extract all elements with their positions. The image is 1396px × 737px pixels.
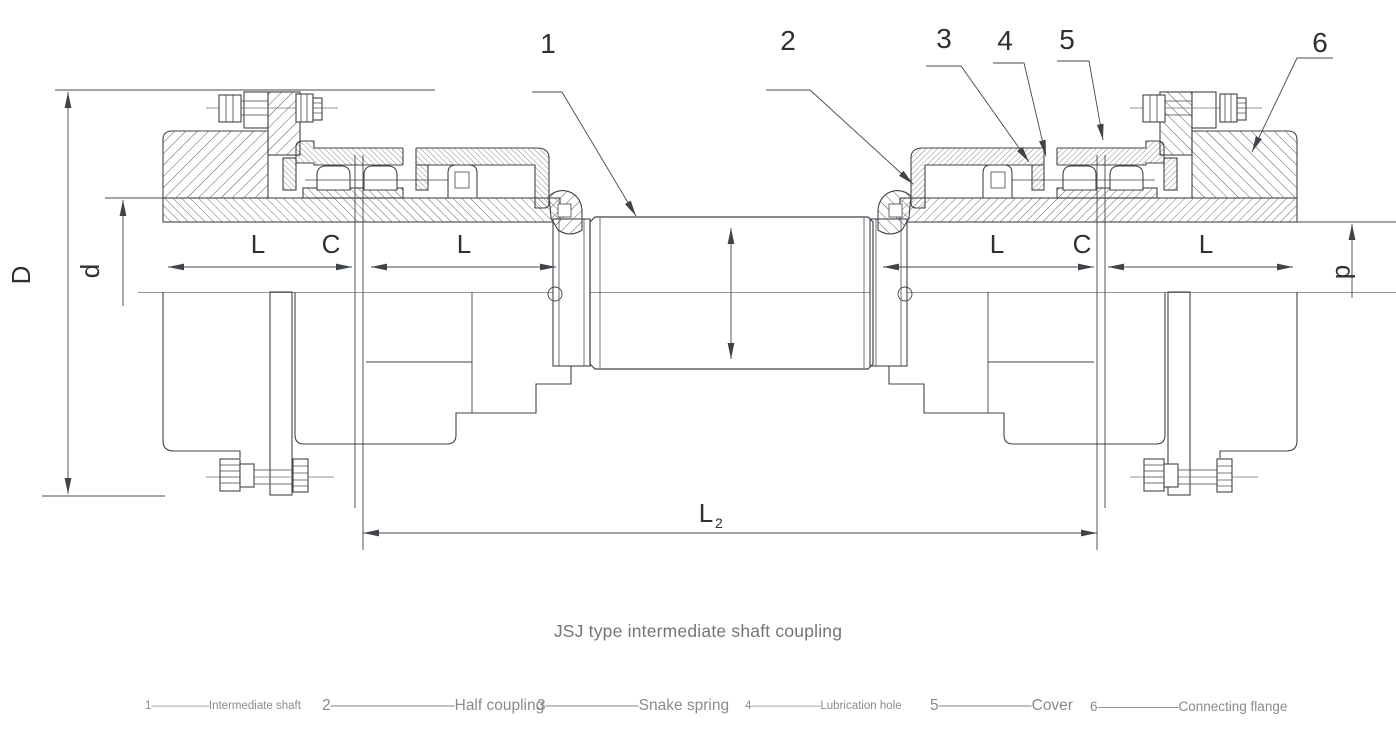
snake-spring-loop	[316, 165, 351, 191]
bolt-nut	[295, 93, 314, 123]
dim-label-L-right-1: L	[990, 229, 1004, 259]
dim-label-L2-sub: 2	[715, 515, 723, 531]
hub-tooth-strip	[302, 187, 404, 199]
bottom-bolt-assembly	[206, 458, 334, 493]
callout-leaders	[532, 57, 1333, 217]
bolt-nut-bottom	[292, 458, 309, 493]
bolt-thread-stack	[219, 458, 241, 492]
dimension-lines	[42, 89, 1396, 537]
snake-spring-loop	[363, 165, 398, 191]
top-bolt-assembly	[206, 93, 338, 123]
dim-label-L-right-2: L	[1199, 229, 1213, 259]
flange-disc-outline	[162, 292, 241, 458]
left-coupling-drawing	[162, 91, 591, 550]
leader-6	[1251, 57, 1333, 153]
dim-label-L-left-1: L	[251, 229, 265, 259]
dim-label-d-right: d	[1330, 265, 1360, 279]
callout-5-label: 5	[1059, 24, 1075, 55]
drawing-title: JSJ type intermediate shaft coupling	[553, 621, 843, 641]
bolt-thread-end	[312, 97, 323, 121]
bottom-bolt-assembly-right	[1129, 458, 1259, 493]
bolt-head	[218, 94, 242, 123]
half-coupling-hub-section	[162, 197, 561, 223]
dim-label-C-left: C	[322, 229, 341, 259]
callout-6-label: 6	[1312, 27, 1328, 58]
hub-bottom-outline	[294, 292, 572, 445]
passage-detail-circle	[547, 286, 563, 302]
callout-3-label: 3	[936, 23, 952, 54]
bolt-washer	[239, 463, 255, 488]
dim-label-L-left-2: L	[457, 229, 471, 259]
cover-section	[295, 140, 550, 209]
leader-5	[1057, 60, 1104, 141]
lubrication-hole	[403, 146, 416, 166]
flange-lip-plate	[243, 91, 269, 129]
leader-4	[993, 62, 1047, 157]
dim-label-D: D	[6, 266, 36, 285]
callout-4-label: 4	[997, 25, 1013, 56]
leader-2	[766, 89, 914, 185]
dim-label-d-left: d	[75, 264, 105, 278]
dim-label-L2: L	[699, 498, 713, 528]
connecting-flange-section	[162, 130, 269, 199]
snake-spring-section-left	[282, 157, 297, 191]
callout-2-label: 2	[780, 25, 796, 56]
intermediate-shaft	[589, 216, 874, 370]
dim-label-C-right: C	[1073, 229, 1092, 259]
right-coupling-drawing	[869, 91, 1298, 551]
snake-spring-section-right	[415, 164, 429, 191]
leader-1	[532, 91, 637, 217]
callout-1-label: 1	[540, 28, 556, 59]
shaft-step-ring	[552, 218, 591, 367]
hub-flange-lip	[267, 91, 301, 156]
leader-3	[926, 65, 1030, 163]
flange-ring-outline	[269, 291, 293, 496]
